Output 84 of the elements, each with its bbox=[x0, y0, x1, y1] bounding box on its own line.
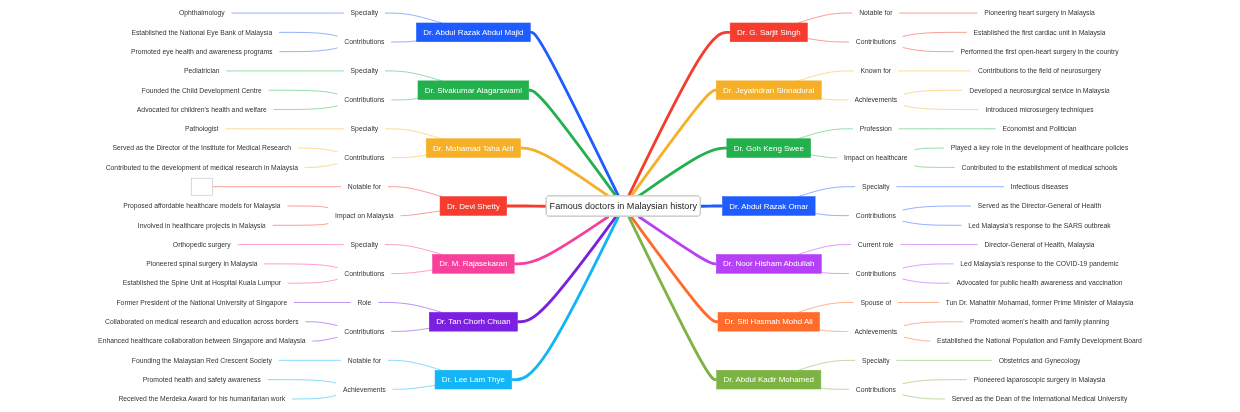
connector bbox=[304, 163, 338, 168]
node-box bbox=[726, 138, 811, 158]
node-box bbox=[715, 254, 822, 274]
connector bbox=[820, 98, 849, 101]
connector bbox=[897, 302, 940, 303]
connector bbox=[311, 336, 338, 342]
connector bbox=[819, 329, 849, 332]
connector bbox=[897, 70, 972, 72]
connector bbox=[517, 215, 618, 324]
node-box bbox=[425, 138, 521, 158]
node-box bbox=[429, 312, 518, 332]
connector bbox=[528, 88, 618, 197]
connector bbox=[272, 223, 329, 226]
connector bbox=[387, 186, 443, 198]
connector bbox=[263, 263, 338, 269]
connector bbox=[896, 359, 993, 361]
node-box bbox=[439, 196, 507, 216]
connector bbox=[637, 215, 717, 266]
connector bbox=[287, 279, 338, 284]
connector bbox=[297, 147, 338, 153]
node-box bbox=[190, 177, 213, 196]
connector bbox=[898, 12, 978, 14]
connector bbox=[814, 212, 850, 217]
connector bbox=[902, 394, 946, 400]
connector bbox=[291, 395, 337, 400]
connector bbox=[278, 359, 342, 361]
connector bbox=[392, 384, 436, 390]
connector bbox=[279, 47, 338, 53]
connector bbox=[903, 321, 964, 326]
connector bbox=[902, 220, 962, 226]
node-box bbox=[432, 254, 515, 274]
connector bbox=[506, 204, 547, 208]
connector bbox=[511, 215, 620, 382]
connector bbox=[820, 387, 850, 390]
connector bbox=[400, 210, 441, 217]
connector bbox=[390, 98, 419, 101]
connector bbox=[903, 105, 979, 110]
connector bbox=[627, 30, 731, 197]
connector bbox=[902, 379, 968, 385]
connector bbox=[900, 244, 979, 245]
node-box bbox=[722, 196, 816, 216]
connector bbox=[293, 302, 351, 303]
node-box bbox=[716, 370, 822, 390]
connector bbox=[914, 147, 945, 151]
connector bbox=[898, 128, 997, 130]
connector bbox=[914, 165, 956, 168]
connector bbox=[273, 105, 338, 110]
connector bbox=[530, 30, 620, 197]
node-box bbox=[417, 80, 530, 100]
connector bbox=[700, 204, 723, 208]
connector bbox=[226, 70, 345, 72]
node-box bbox=[717, 312, 820, 332]
connector bbox=[390, 269, 433, 274]
connector bbox=[225, 128, 345, 130]
connector bbox=[903, 89, 963, 95]
connector bbox=[902, 31, 968, 37]
connector bbox=[231, 12, 345, 14]
connector bbox=[902, 205, 972, 211]
connector bbox=[212, 186, 342, 188]
node-box bbox=[416, 22, 531, 42]
connector bbox=[903, 336, 931, 342]
node-box bbox=[729, 22, 808, 42]
connector bbox=[267, 379, 337, 384]
connector bbox=[627, 215, 717, 382]
connector bbox=[896, 186, 1005, 188]
connector bbox=[268, 89, 338, 95]
connector bbox=[902, 278, 951, 284]
connector bbox=[810, 154, 838, 159]
connector bbox=[902, 47, 954, 53]
connector bbox=[390, 154, 427, 159]
connector bbox=[806, 38, 850, 43]
connector bbox=[237, 244, 345, 245]
connector bbox=[278, 31, 338, 37]
connector bbox=[820, 271, 850, 274]
connector bbox=[304, 321, 338, 326]
connector bbox=[629, 215, 719, 324]
connector bbox=[629, 88, 717, 197]
connector bbox=[902, 263, 954, 269]
node-box bbox=[434, 370, 512, 390]
connector bbox=[390, 40, 417, 43]
connector bbox=[514, 215, 610, 266]
connector bbox=[390, 327, 430, 332]
node-box bbox=[715, 80, 822, 100]
connector bbox=[286, 205, 329, 209]
